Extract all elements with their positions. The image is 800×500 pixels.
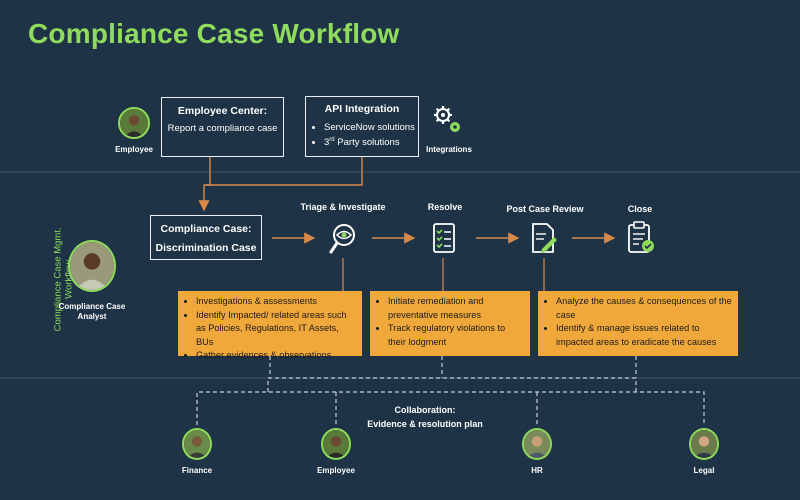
employee-center-box: Employee Center: Report a compliance cas… [161, 97, 284, 157]
note-triage: Investigations & assessments Identify Im… [178, 291, 362, 360]
api-integration-box: API Integration ServiceNow solutions 3rd… [305, 96, 419, 157]
collaboration-lines [196, 356, 705, 425]
note-review: Analyze the causes & consequences of the… [538, 291, 738, 356]
note-item: Analyze the causes & consequences of the… [556, 295, 732, 322]
case-box-line2: Discrimination Case [155, 242, 257, 254]
api-integration-title: API Integration [324, 103, 400, 115]
clipboard-check-icon [627, 220, 655, 254]
collaborator-hr: HR [531, 466, 543, 475]
step-review-label: Post Case Review [506, 204, 584, 214]
analyst-label: Compliance Case Analyst [58, 302, 126, 322]
employee-label: Employee [115, 145, 153, 154]
note-item: Identify & manage issues related to impa… [556, 322, 732, 349]
employee-avatar [118, 107, 150, 139]
page-title: Compliance Case Workflow [28, 18, 400, 49]
api-item-prefix: 3 [324, 136, 330, 148]
note-item: Identify Impacted/ related areas such as… [196, 309, 356, 350]
connector-api [206, 157, 363, 186]
legal-avatar [689, 428, 719, 460]
collaborator-finance: Finance [181, 466, 213, 475]
finance-avatar [182, 428, 212, 460]
note-item: Track regulatory violations to their lod… [388, 322, 524, 349]
hr-avatar [522, 428, 552, 460]
collaboration-subtitle: Evidence & resolution plan [367, 418, 483, 429]
api-item-rest: Party solutions [334, 136, 400, 148]
case-box-line1: Compliance Case: [160, 223, 252, 235]
checklist-icon [432, 222, 456, 254]
employee-center-text: Report a compliance case [167, 123, 278, 134]
step-triage-label: Triage & Investigate [300, 202, 386, 212]
step-close-label: Close [627, 204, 653, 214]
api-item: ServiceNow solutions [324, 121, 418, 136]
step-resolve-label: Resolve [427, 202, 463, 212]
api-item-sup: rd [329, 136, 335, 143]
collaboration-label: Collaboration: Evidence & resolution pla… [360, 404, 490, 432]
analyst-avatar [68, 240, 116, 292]
gears-icon [431, 103, 465, 137]
collaboration-title: Collaboration: [394, 405, 456, 415]
api-item: 3rd Party solutions [324, 136, 418, 151]
magnifier-eye-icon [328, 222, 358, 256]
employee-center-title: Employee Center: [177, 105, 268, 117]
note-item: Initiate remediation and preventative me… [388, 295, 524, 322]
collaborator-legal: Legal [693, 466, 715, 475]
note-item: Investigations & assessments [196, 295, 356, 309]
employee-collab-avatar [321, 428, 351, 460]
note-item: Gather evidences & observations [196, 349, 356, 363]
integrations-label: Integrations [426, 145, 472, 154]
document-pen-icon [530, 222, 558, 254]
connector-employee-center [198, 157, 211, 212]
collaborator-employee: Employee [317, 466, 355, 475]
compliance-case-box: Compliance Case: Discrimination Case [150, 215, 262, 260]
note-resolve: Initiate remediation and preventative me… [370, 291, 530, 356]
